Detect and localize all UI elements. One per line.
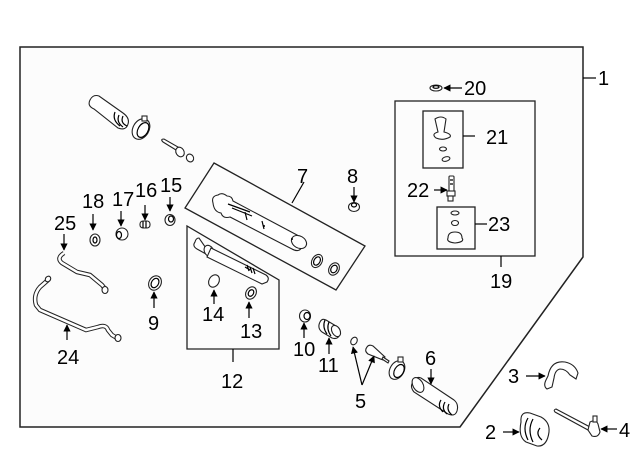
seal-18[interactable]	[89, 233, 101, 247]
leader-line-5b	[361, 355, 375, 386]
callout-16[interactable]: 16	[135, 180, 157, 202]
callout-14[interactable]: 14	[202, 304, 224, 326]
inner-tie-rod-5[interactable]	[365, 344, 390, 364]
rack-kit-box	[186, 224, 280, 350]
nut-part-8[interactable]	[347, 201, 361, 213]
housing-seal-1[interactable]	[309, 252, 325, 269]
seal-kit-box-23	[436, 206, 476, 250]
callout-13[interactable]: 13	[240, 321, 262, 343]
callout-19[interactable]: 19	[490, 271, 512, 293]
callout-5[interactable]: 5	[355, 391, 366, 413]
inner-rod-part[interactable]	[161, 138, 195, 163]
callout-20[interactable]: 20	[464, 78, 486, 100]
dust-cover-20[interactable]	[429, 84, 443, 92]
callout-15[interactable]: 15	[160, 175, 182, 197]
leader-line-5a	[350, 346, 363, 386]
callout-25[interactable]: 25	[54, 213, 76, 235]
seal-13[interactable]	[243, 285, 258, 301]
clamp-part-2[interactable]	[386, 356, 408, 382]
o-ring-14[interactable]	[206, 273, 221, 289]
housing-seal-2[interactable]	[326, 261, 341, 277]
o-ring-9[interactable]	[146, 274, 164, 293]
seal-kit-21-parts[interactable]	[433, 116, 451, 162]
pressure-line-24[interactable]	[32, 275, 122, 343]
housing-box	[184, 162, 366, 291]
rack-guide-17[interactable]	[115, 227, 129, 241]
boot-part[interactable]	[88, 94, 129, 130]
callout-22[interactable]: 22	[407, 180, 429, 202]
callout-7[interactable]: 7	[297, 166, 308, 188]
return-line-25[interactable]	[57, 251, 109, 295]
callout-9[interactable]: 9	[148, 313, 159, 335]
callout-23[interactable]: 23	[488, 214, 510, 236]
callout-10[interactable]: 10	[293, 339, 315, 361]
mount-bushing-2[interactable]	[519, 412, 550, 447]
callout-6[interactable]: 6	[425, 348, 436, 370]
boot-6[interactable]	[410, 376, 459, 416]
seal-kit-box-21	[422, 110, 464, 169]
housing-part[interactable]	[212, 193, 309, 252]
callout-12[interactable]: 12	[221, 371, 243, 393]
boot-11[interactable]	[318, 318, 343, 340]
callout-18[interactable]: 18	[82, 191, 104, 213]
spring-16[interactable]	[139, 220, 151, 229]
clamp-part[interactable]	[129, 115, 154, 142]
seal-kit-23-parts[interactable]	[447, 210, 464, 244]
outer-tie-rod-4[interactable]	[553, 408, 601, 438]
callout-21[interactable]: 21	[486, 127, 508, 149]
callout-1[interactable]: 1	[598, 68, 609, 90]
callout-8[interactable]: 8	[347, 166, 358, 188]
callout-11[interactable]: 11	[318, 355, 339, 377]
callout-2[interactable]: 2	[485, 422, 496, 444]
washer-5[interactable]	[349, 336, 358, 346]
callout-4[interactable]: 4	[619, 420, 630, 442]
bushing-10[interactable]	[298, 309, 312, 323]
nut-15[interactable]	[164, 213, 176, 227]
mount-bracket-3[interactable]	[544, 361, 579, 390]
callout-3[interactable]: 3	[508, 366, 519, 388]
upper-boot-group	[88, 94, 195, 163]
leader-line-7	[291, 181, 305, 204]
rack-part[interactable]	[193, 237, 269, 285]
callout-24[interactable]: 24	[57, 347, 79, 369]
valve-assembly-box	[394, 100, 536, 257]
callout-17[interactable]: 17	[112, 189, 134, 211]
